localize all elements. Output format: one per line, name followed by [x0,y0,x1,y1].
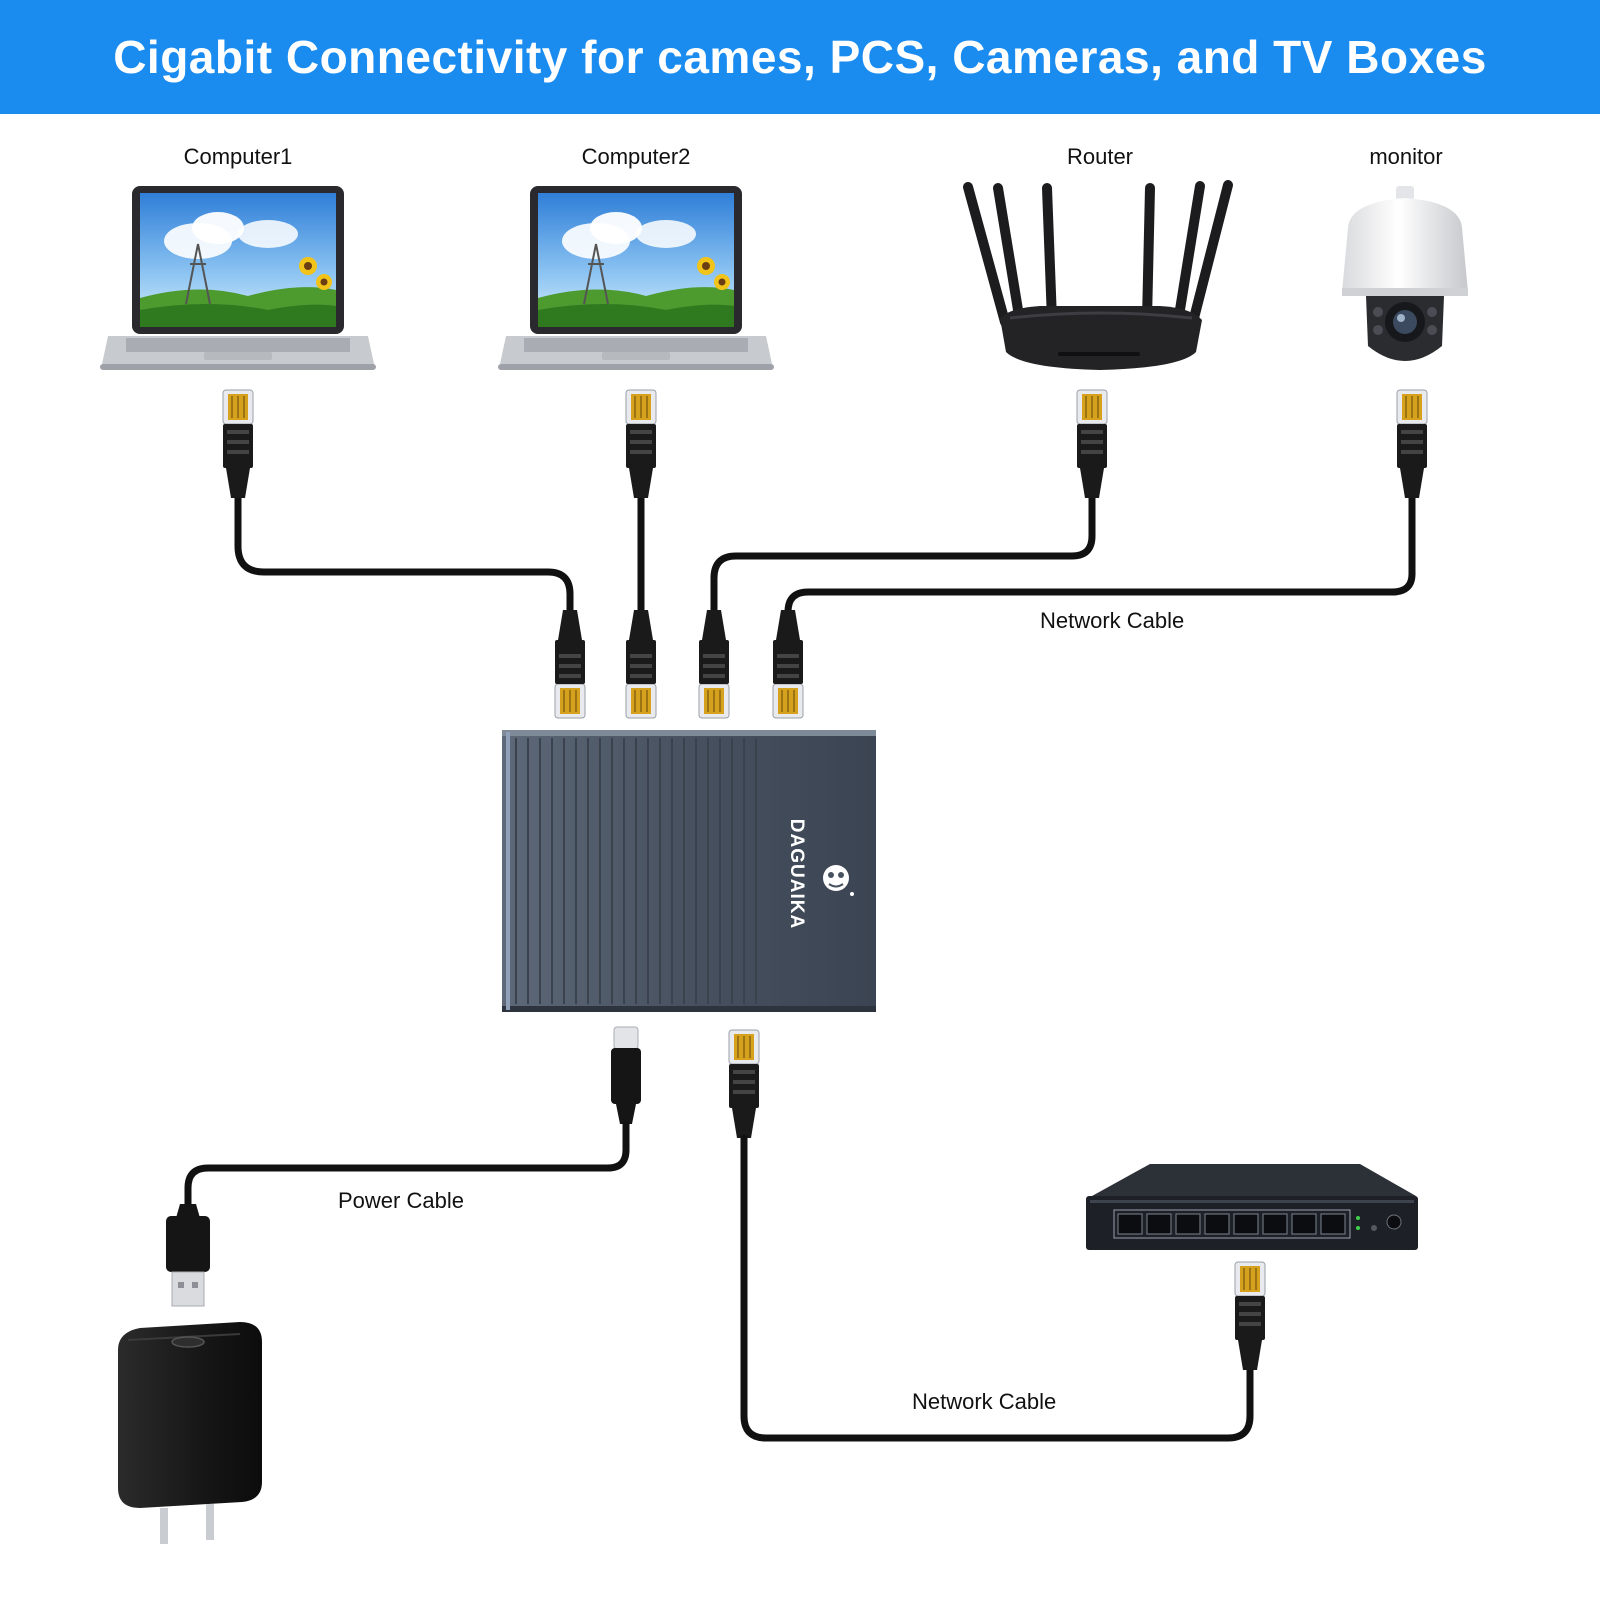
rj45-connector-computer2 [625,389,657,499]
computer1-laptop [99,185,377,371]
usb-a-connector [166,1204,210,1307]
lower-cables [184,1120,1254,1442]
rj45-switch-port-4 [772,609,804,719]
label-router: Router [1066,144,1134,169]
cable-monitor [784,494,1416,618]
title-banner: Cigabit Connectivity for cames, PCS, Cam… [0,0,1600,114]
power-cable [184,1120,630,1208]
rj45-switch-port-3 [698,609,730,719]
router-device [963,180,1233,370]
rj45-connector-computer1 [222,389,254,499]
label-power-cable: Power Cable [338,1188,464,1213]
switch-ports [1117,1213,1346,1235]
rj45-connector-eight-port-switch [1234,1261,1266,1371]
upper-network-cables [234,494,1416,618]
rj45-switch-uplink [728,1029,760,1139]
network-cable-lower [740,1134,1254,1442]
rj45-connector-monitor [1396,389,1428,499]
rj45-switch-port-1 [554,609,586,719]
brand-logo-icon [823,865,854,896]
eight-port-switch [1086,1164,1418,1250]
monitor-camera [1342,186,1468,361]
cable-router [710,494,1096,618]
label-monitor: monitor [1369,144,1443,169]
label-computer2: Computer2 [581,144,691,169]
power-adapter [118,1322,262,1544]
network-switch: DAGUAIKA [502,730,876,1012]
label-network-cable-upper: Network Cable [1040,608,1185,633]
switch-brand-text: DAGUAIKA [786,819,807,929]
label-computer1: Computer1 [183,144,293,169]
cable-computer1 [234,494,574,618]
label-network-cable-lower: Network Cable [912,1389,1057,1414]
rj45-connector-router [1076,389,1108,499]
usb-c-connector [611,1026,641,1124]
banner-title: Cigabit Connectivity for cames, PCS, Cam… [113,31,1487,83]
computer2-laptop [497,185,775,371]
switch-fins [515,738,757,1004]
rj45-switch-port-2 [625,609,657,719]
